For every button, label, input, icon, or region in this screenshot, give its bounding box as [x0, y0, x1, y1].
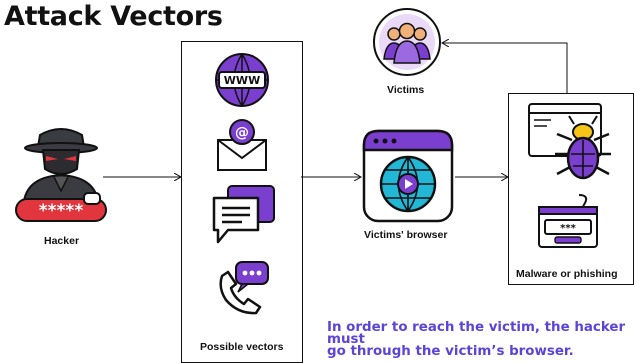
malware-label: Malware or phishing	[516, 268, 618, 280]
arrow-malware-to-victims	[442, 43, 568, 93]
chat-icon	[212, 185, 275, 244]
connector-arrows	[103, 0, 568, 353]
svg-text:***: ***	[560, 223, 576, 234]
svg-text:@: @	[235, 125, 249, 141]
vectors-label: Possible vectors	[200, 341, 284, 353]
note-line-2: go through the victim’s browser.	[327, 344, 574, 359]
browser-label: Victims' browser	[364, 229, 448, 241]
note-line-1: In order to reach the victim, the hacker…	[327, 320, 626, 347]
svg-text:*****: *****	[39, 201, 84, 221]
page-title: Attack Vectors	[4, 1, 223, 32]
victims-label: Victims	[387, 84, 425, 96]
malware-frame	[508, 93, 634, 285]
browser-globe-icon	[362, 129, 454, 223]
svg-text:WWW: WWW	[224, 74, 260, 87]
phone-call-icon	[219, 261, 269, 315]
bug-icon	[528, 103, 611, 180]
hacker-icon: *****	[15, 128, 107, 222]
hacker-label: Hacker	[44, 235, 80, 247]
email-icon: @	[217, 119, 267, 171]
password-icon: ***	[538, 194, 598, 248]
www-icon: WWW	[215, 53, 269, 107]
victims-group-icon	[373, 8, 441, 76]
